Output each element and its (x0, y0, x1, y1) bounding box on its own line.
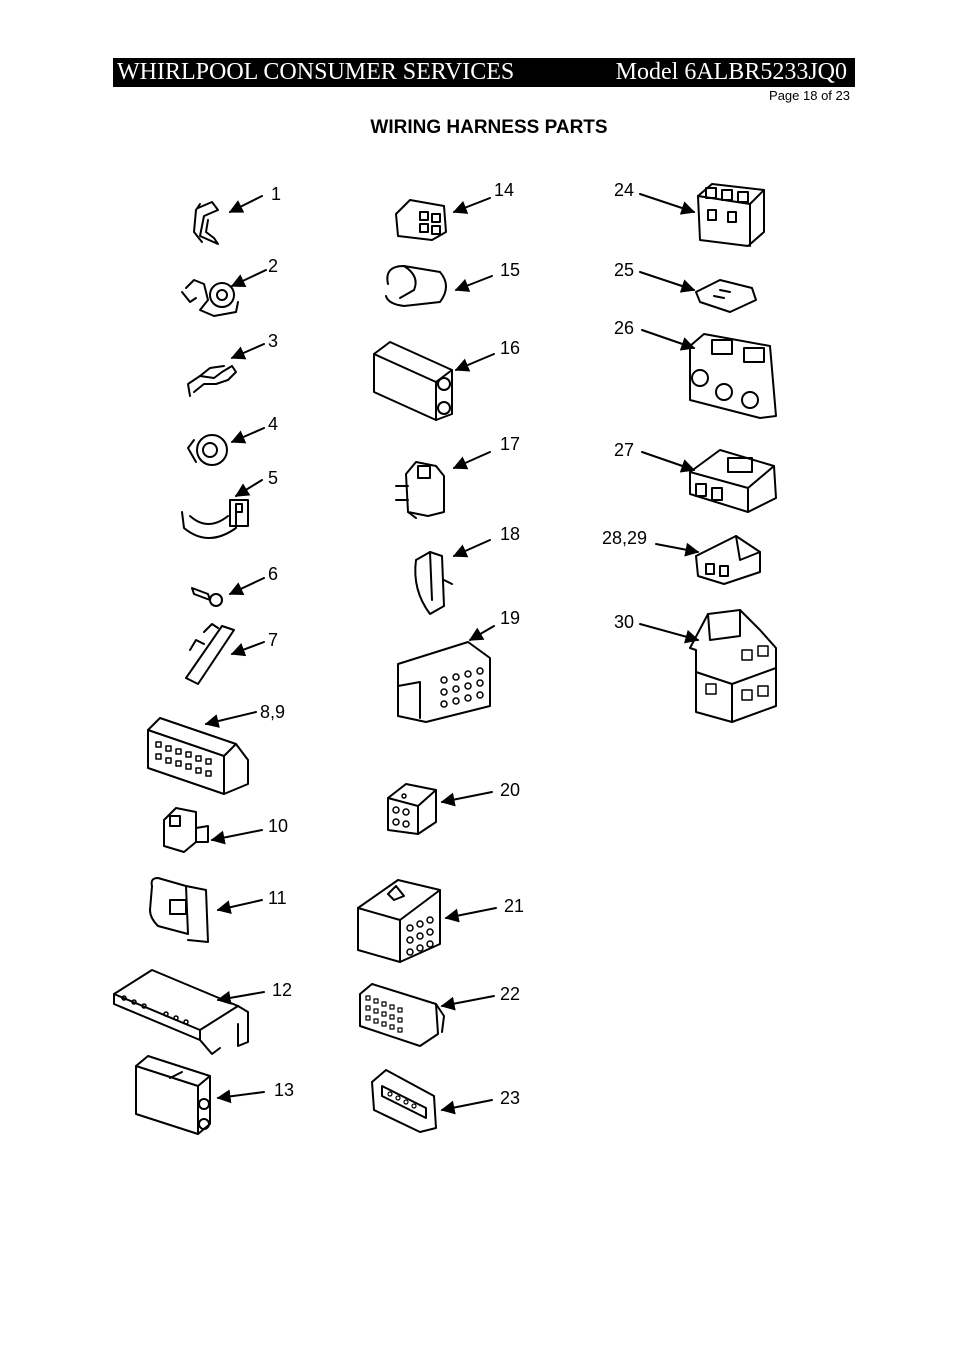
part-label-26: 26 (614, 318, 634, 338)
part-label-12: 12 (272, 980, 292, 1000)
leader-27 (641, 451, 696, 473)
leader-17 (452, 451, 491, 470)
part-1-clip (193, 201, 219, 245)
part-13-housing (135, 1055, 211, 1135)
part-15-sleeve (385, 265, 447, 307)
leader-3 (230, 343, 265, 360)
part-19-connector (397, 641, 491, 723)
part-2-clip (181, 279, 239, 317)
part-label-24: 24 (614, 180, 634, 200)
part-23-dsub (371, 1069, 437, 1133)
part-28-29-terminal (695, 535, 761, 585)
part-label-22: 22 (500, 984, 520, 1004)
page-number: Page 18 of 23 (769, 88, 850, 103)
part-label-19: 19 (500, 608, 520, 628)
leader-13 (216, 1089, 265, 1104)
leader-1 (228, 195, 263, 213)
header-model: Model 6ALBR5233JQ0 (615, 59, 847, 85)
part-5-clamp (181, 499, 249, 539)
part-27-connector (689, 449, 777, 513)
leader-5 (234, 479, 263, 497)
part-label-21: 21 (504, 896, 524, 916)
leader-2 (230, 269, 267, 287)
leader-16 (454, 353, 495, 372)
part-label-2: 2 (268, 256, 278, 276)
part-label-11: 11 (268, 888, 287, 908)
part-10-terminal (163, 807, 209, 853)
part-label-5: 5 (268, 468, 278, 488)
leader-20 (440, 791, 493, 807)
part-label-15: 15 (500, 260, 520, 280)
part-22-connector (359, 983, 445, 1047)
part-label-27: 27 (614, 440, 634, 460)
part-label-4: 4 (268, 414, 278, 434)
part-7-tab (185, 623, 235, 685)
part-label-28-29: 28,29 (602, 528, 647, 548)
header-bar: WHIRLPOOL CONSUMER SERVICES Model 6ALBR5… (113, 58, 855, 87)
part-8-9-connector (147, 717, 249, 795)
part-11-housing (149, 877, 209, 943)
part-label-7: 7 (268, 630, 278, 650)
leader-10 (210, 829, 263, 845)
leader-21 (444, 907, 497, 923)
part-label-13: 13 (274, 1080, 294, 1100)
leader-15 (454, 275, 493, 292)
leader-11 (216, 899, 263, 915)
part-6-screw (191, 587, 223, 607)
leader-18 (452, 539, 491, 558)
page-title: WIRING HARNESS PARTS (370, 117, 608, 138)
leader-26 (641, 329, 696, 351)
leader-14 (452, 197, 491, 214)
part-label-18: 18 (500, 524, 520, 544)
part-label-30: 30 (614, 612, 634, 632)
leader-7 (230, 641, 265, 657)
part-label-8-9: 8,9 (260, 702, 285, 722)
part-4-grommet (187, 434, 228, 466)
part-24-block (697, 183, 765, 247)
part-3-clip (187, 365, 237, 397)
leader-4 (230, 427, 265, 444)
header-company: WHIRLPOOL CONSUMER SERVICES (117, 59, 515, 85)
part-label-25: 25 (614, 260, 634, 280)
part-20-plug (387, 783, 437, 835)
part-label-23: 23 (500, 1088, 520, 1108)
part-label-6: 6 (268, 564, 278, 584)
part-30-housing (689, 609, 777, 723)
leader-28-29 (655, 542, 700, 557)
part-21-housing (357, 879, 441, 963)
part-17-block (395, 461, 445, 519)
leader-19 (468, 625, 495, 641)
part-12-strip (113, 969, 249, 1055)
part-16-housing (373, 341, 453, 421)
part-label-10: 10 (268, 816, 288, 836)
leader-6 (228, 577, 265, 595)
part-26-frame (689, 333, 777, 419)
leader-22 (440, 995, 495, 1011)
part-label-20: 20 (500, 780, 520, 800)
leader-8-9 (204, 711, 257, 728)
part-25-plate (695, 279, 757, 313)
part-label-3: 3 (268, 331, 278, 351)
leader-30 (639, 623, 700, 644)
part-14-connector (395, 199, 447, 241)
part-label-16: 16 (500, 338, 520, 358)
leader-25 (639, 271, 696, 293)
leader-23 (440, 1099, 493, 1115)
part-label-14: 14 (494, 180, 514, 200)
leader-24 (639, 193, 696, 215)
part-18-latch (414, 551, 453, 615)
leader-12 (216, 990, 265, 1005)
part-label-17: 17 (500, 434, 520, 454)
part-label-1: 1 (271, 184, 281, 204)
